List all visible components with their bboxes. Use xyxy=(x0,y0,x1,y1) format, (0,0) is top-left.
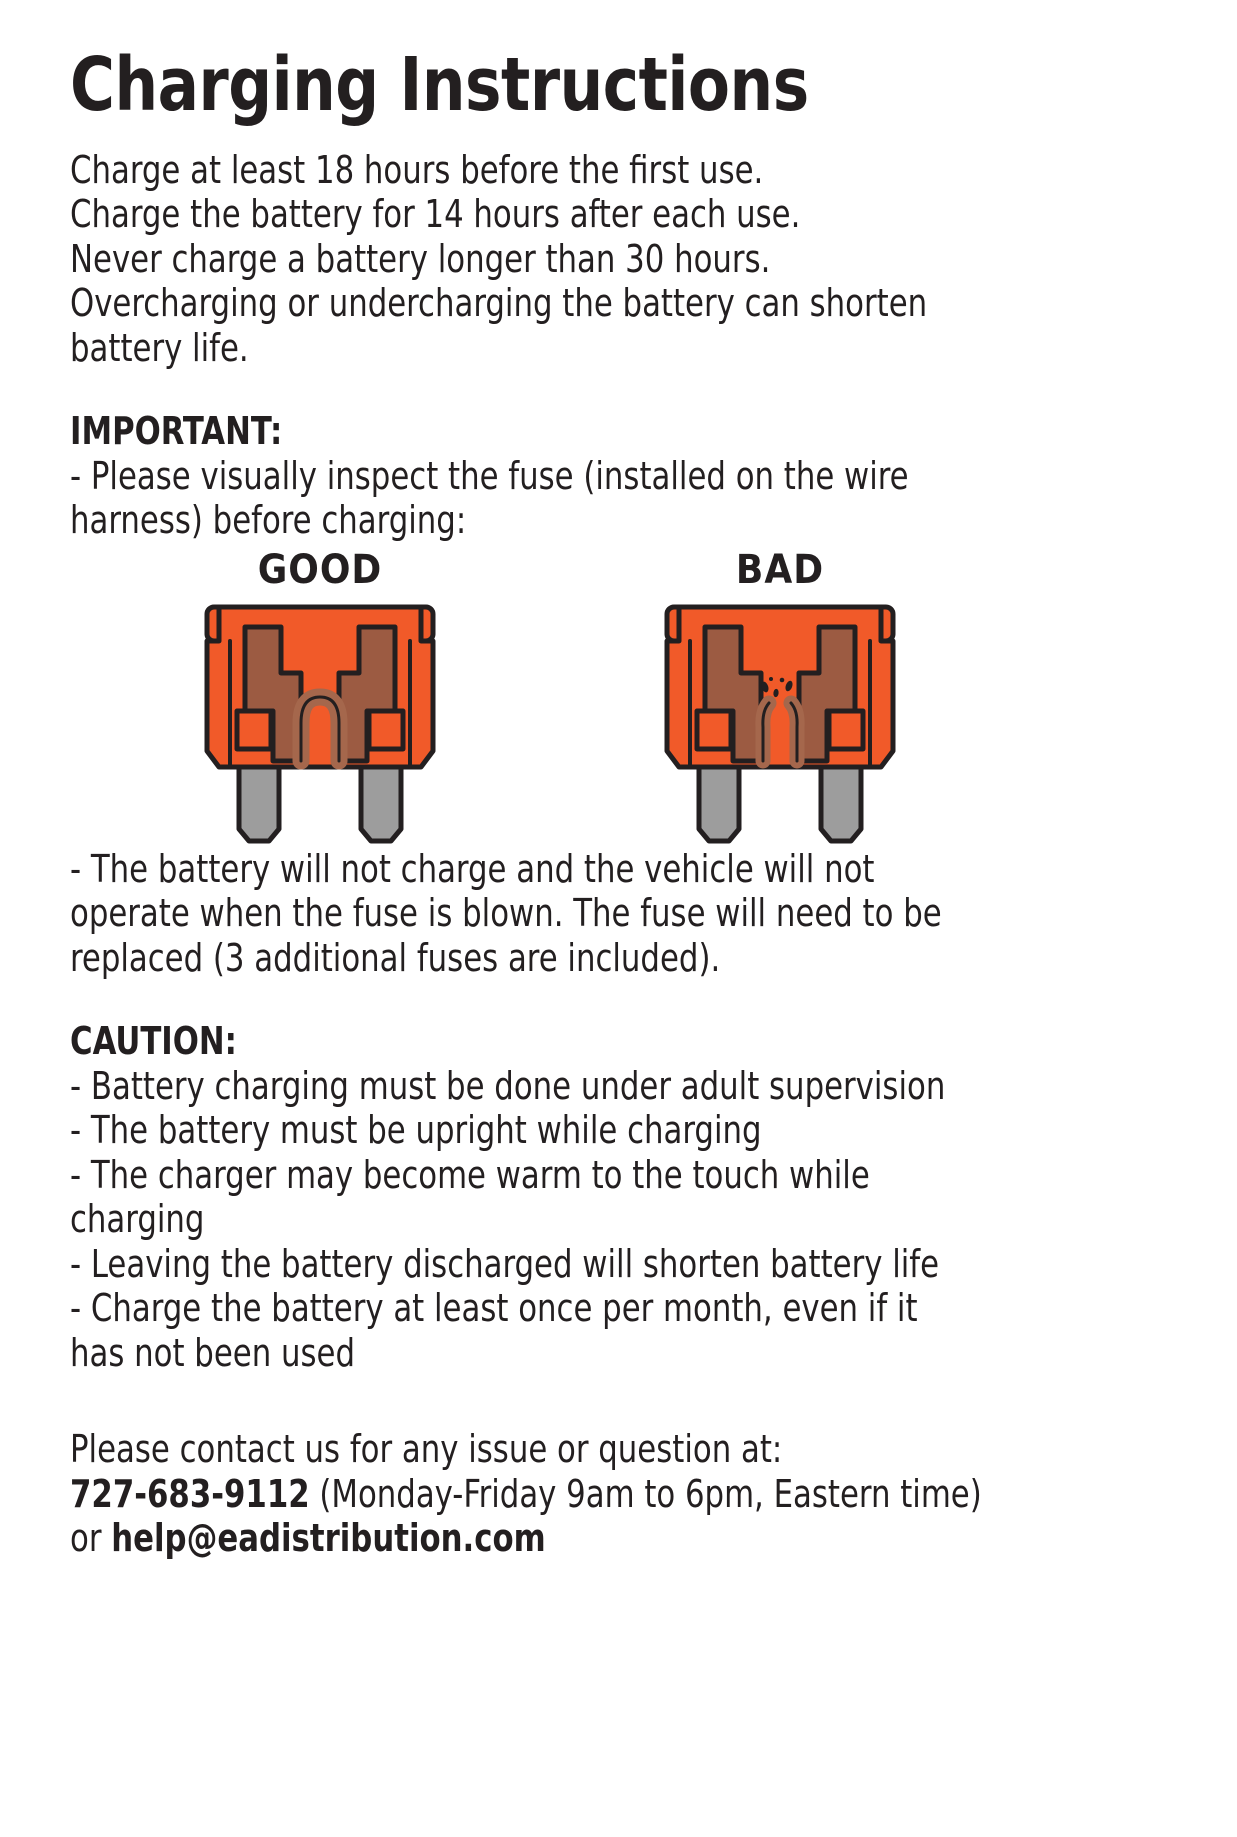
good-fuse-icon xyxy=(204,604,436,844)
spark-4 xyxy=(779,677,785,683)
good-fuse-label: GOOD xyxy=(257,546,383,593)
contact-block: Please contact us for any issue or quest… xyxy=(70,1427,1166,1560)
important-line-2: harness) before charging: xyxy=(70,498,467,543)
contact-email[interactable]: help@eadistribution.com xyxy=(111,1515,546,1560)
after-figure-paragraph: - The battery will not charge and the ve… xyxy=(70,847,1166,980)
bad-fuse-icon xyxy=(664,604,896,844)
fuse-comparison-figure: GOOD xyxy=(70,547,1167,847)
good-fuse-filament-outline xyxy=(299,695,341,763)
bad-fuse-window-left xyxy=(694,708,734,752)
after-figure-line-3: replaced (3 additional fuses are include… xyxy=(70,935,721,980)
intro-line-5: battery life. xyxy=(70,325,249,370)
caution-paragraph: - Battery charging must be done under ad… xyxy=(70,1064,1166,1375)
page-title: Charging Instructions xyxy=(70,42,809,128)
bad-fuse-filament-right-outline xyxy=(789,701,799,763)
intro-line-1: Charge at least 18 hours before the firs… xyxy=(70,148,764,192)
after-figure-line-2: operate when the fuse is blown. The fuse… xyxy=(70,891,942,936)
contact-phone-line: 727-683-9112 (Monday-Friday 9am to 6pm, … xyxy=(70,1472,1166,1516)
good-fuse-window-left xyxy=(234,708,274,752)
good-fuse-image xyxy=(170,601,470,846)
important-heading: IMPORTANT: xyxy=(70,409,283,454)
caution-line-4: charging xyxy=(70,1197,205,1242)
important-line-1: - Please visually inspect the fuse (inst… xyxy=(70,453,909,498)
caution-heading: CAUTION: xyxy=(70,1019,237,1064)
intro-line-2: Charge the battery for 14 hours after ea… xyxy=(70,192,801,237)
caution-line-5: - Leaving the battery discharged will sh… xyxy=(70,1241,940,1286)
contact-hours: (Monday-Friday 9am to 6pm, Eastern time) xyxy=(309,1471,982,1516)
spark-5 xyxy=(769,676,773,681)
bad-fuse-image xyxy=(630,601,930,846)
intro-line-3: Never charge a battery longer than 30 ho… xyxy=(70,236,771,281)
bad-fuse-label: BAD xyxy=(735,546,825,593)
good-fuse-window-right xyxy=(366,708,406,752)
contact-or-prefix: or xyxy=(70,1515,112,1560)
spark-3 xyxy=(785,680,793,692)
contact-intro: Please contact us for any issue or quest… xyxy=(70,1427,783,1472)
caution-line-6: - Charge the battery at least once per m… xyxy=(70,1286,918,1331)
caution-line-7: has not been used xyxy=(70,1330,356,1375)
bad-fuse-spark-marks xyxy=(761,676,793,698)
contact-phone[interactable]: 727-683-9112 xyxy=(70,1471,310,1516)
good-fuse-group: GOOD xyxy=(170,547,470,846)
spacer-before-contact xyxy=(70,1375,1167,1427)
contact-email-line: or help@eadistribution.com xyxy=(70,1516,1166,1560)
spacer-before-caution xyxy=(70,980,1167,1020)
bad-fuse-window-right xyxy=(826,708,866,752)
spark-2 xyxy=(773,688,779,698)
intro-paragraph: Charge at least 18 hours before the firs… xyxy=(70,148,1166,370)
caution-line-1: - Battery charging must be done under ad… xyxy=(70,1063,946,1108)
spark-1 xyxy=(761,681,769,693)
important-paragraph: - Please visually inspect the fuse (inst… xyxy=(70,454,1166,543)
bad-fuse-group: BAD xyxy=(630,547,930,846)
spacer-after-intro xyxy=(70,370,1167,410)
caution-line-3: - The charger may become warm to the tou… xyxy=(70,1152,870,1197)
bad-fuse-filament-left-outline xyxy=(761,701,771,763)
after-figure-line-1: - The battery will not charge and the ve… xyxy=(70,846,875,891)
caution-line-2: - The battery must be upright while char… xyxy=(70,1108,762,1153)
intro-line-4: Overcharging or undercharging the batter… xyxy=(70,281,928,326)
